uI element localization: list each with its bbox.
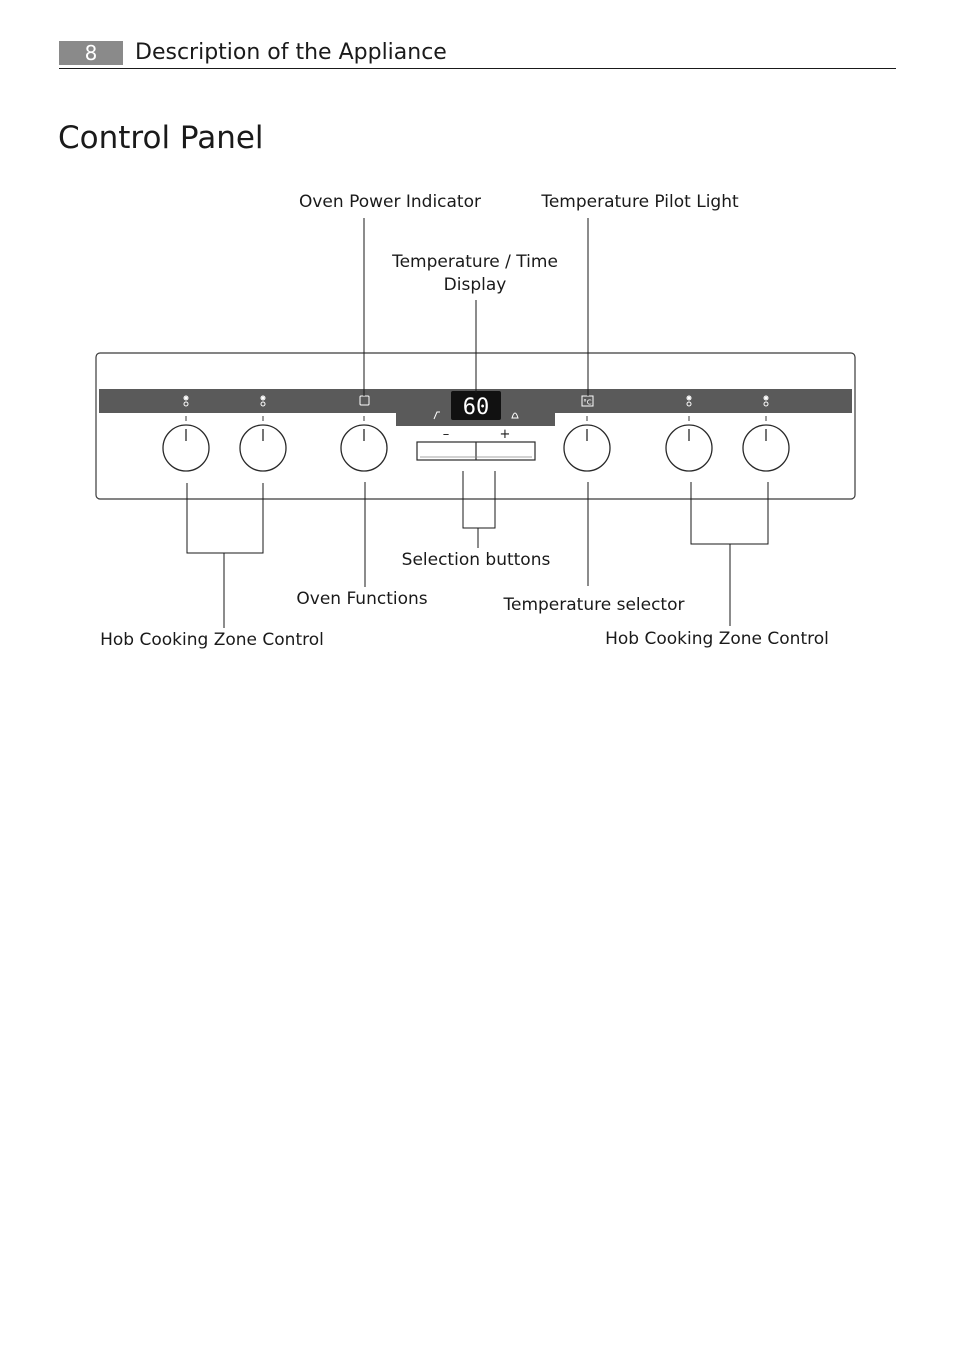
- hob-zone-icon: [260, 401, 266, 407]
- label-hob-control-left: Hob Cooking Zone Control: [100, 630, 324, 650]
- oven-functions-knob: [340, 424, 388, 472]
- header-rule: [59, 68, 896, 69]
- label-hob-control-right: Hob Cooking Zone Control: [605, 629, 829, 649]
- plus-label: +: [500, 427, 511, 442]
- page-number-badge: 8: [59, 41, 123, 65]
- temperature-selector-knob: [563, 424, 611, 472]
- leader-selection-bracket: [462, 471, 496, 529]
- display-screen: [451, 391, 501, 420]
- hob-zone-icon: [260, 395, 266, 401]
- label-oven-functions: Oven Functions: [296, 589, 427, 609]
- hob-knob-4: [742, 424, 790, 472]
- hob-knob-3: [665, 424, 713, 472]
- hob-zone-icon: [686, 395, 692, 401]
- hob-zone-icon: [183, 395, 189, 401]
- label-temperature-selector: Temperature selector: [503, 595, 685, 615]
- celsius-glyph: °C: [583, 399, 592, 407]
- label-temp-time-display-2: Display: [444, 275, 507, 295]
- bell-icon: [511, 412, 519, 419]
- hob-zone-icon: [686, 401, 692, 407]
- timer-icon: [433, 411, 440, 420]
- label-oven-power-indicator: Oven Power Indicator: [299, 192, 481, 212]
- section-title: Description of the Appliance: [135, 40, 447, 65]
- hob-knob-2: [239, 424, 287, 472]
- display-value: 60: [463, 395, 490, 420]
- label-temp-time-display-1: Temperature / Time: [391, 252, 558, 272]
- minus-label: –: [443, 427, 450, 442]
- hob-zone-icon: [763, 401, 769, 407]
- hob-zone-icon: [763, 395, 769, 401]
- hob-zone-icon: [183, 401, 189, 407]
- leader-hob-left-bracket: [186, 483, 264, 554]
- page-title: Control Panel: [58, 120, 264, 156]
- label-selection-buttons: Selection buttons: [402, 550, 551, 570]
- hob-knob-1: [162, 424, 210, 472]
- label-temperature-pilot-light: Temperature Pilot Light: [540, 192, 739, 212]
